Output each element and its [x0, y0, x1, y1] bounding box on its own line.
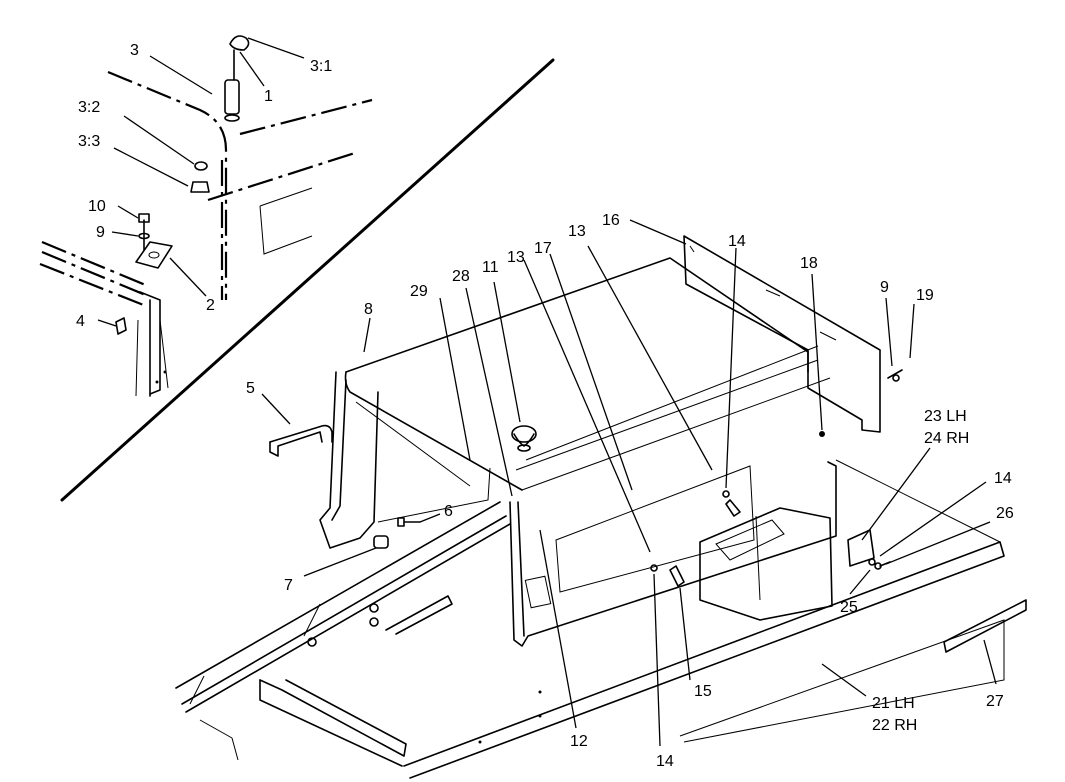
callout-5: 5	[246, 380, 255, 397]
callout-3-3: 3:3	[78, 133, 100, 150]
callout-3: 3	[130, 42, 139, 59]
callout-19: 19	[916, 287, 934, 304]
callout-3-1: 3:1	[310, 58, 332, 75]
leader-lines	[97, 37, 997, 747]
callout-23-lh: 23 LH	[924, 408, 967, 425]
callout-25: 25	[840, 599, 858, 616]
callout-15: 15	[694, 683, 712, 700]
callout-26: 26	[996, 505, 1014, 522]
callout-29: 29	[410, 283, 428, 300]
callout-6: 6	[444, 503, 453, 520]
callout-8: 8	[364, 301, 373, 318]
callout-13-left: 13	[507, 249, 525, 266]
callout-21-lh: 21 LH	[872, 695, 915, 712]
callout-4: 4	[76, 313, 85, 330]
callout-17: 17	[534, 240, 552, 257]
callout-18: 18	[800, 255, 818, 272]
detail-inset	[39, 35, 555, 502]
callout-9-inset: 9	[96, 224, 105, 241]
callout-7: 7	[284, 577, 293, 594]
callout-27: 27	[986, 693, 1004, 710]
callout-22-rh: 22 RH	[872, 717, 917, 734]
callout-9: 9	[880, 279, 889, 296]
callout-10: 10	[88, 198, 106, 215]
callout-13-right: 13	[568, 223, 586, 240]
callout-16: 16	[602, 212, 620, 229]
latch-pin	[224, 35, 250, 122]
callout-3-2: 3:2	[78, 99, 100, 116]
callout-11: 11	[482, 259, 499, 276]
callout-24-rh: 24 RH	[924, 430, 969, 447]
callout-12: 12	[570, 733, 588, 750]
callout-14-bottom: 14	[656, 753, 674, 770]
callout-14-right: 14	[994, 470, 1012, 487]
callout-28: 28	[452, 268, 470, 285]
hood-panel	[269, 235, 903, 647]
callout-1: 1	[264, 88, 273, 105]
callout-labels: 3 3:1 1 3:2 3:3 10 9 2 4 16 13 14 29 28 …	[76, 42, 1014, 770]
callout-14-top: 14	[728, 233, 746, 250]
callout-2: 2	[206, 297, 215, 314]
